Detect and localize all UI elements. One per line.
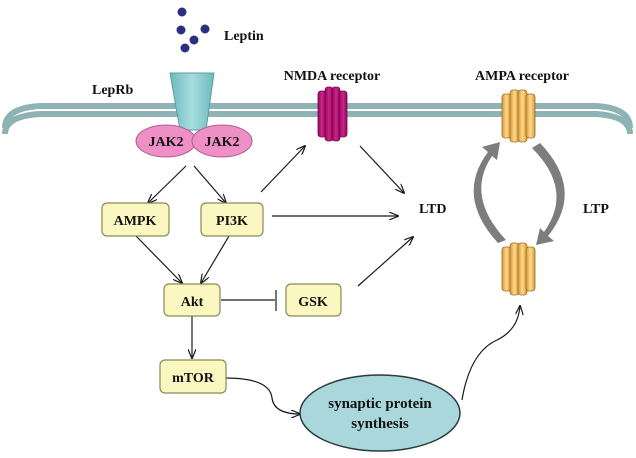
node-pi3k: PI3K xyxy=(200,202,264,237)
edge-synthesis-ltp xyxy=(461,306,520,401)
edge-jak2-ampk xyxy=(148,165,187,203)
gsk-label: GSK xyxy=(298,295,328,310)
edge-mtor-synthesis xyxy=(224,377,300,414)
edge-pi3k-nmda xyxy=(260,146,305,193)
ampk-label: AMPK xyxy=(114,214,157,229)
synthesis-line1: synaptic protein xyxy=(328,396,432,412)
nmda-label: NMDA receptor xyxy=(284,69,381,84)
edge-nmda-ltd xyxy=(359,145,404,193)
edge-ampk-akt xyxy=(135,235,182,283)
leprb-receptor xyxy=(169,72,215,131)
pi3k-label: PI3K xyxy=(216,214,248,229)
ampa-receptor-internal-icon xyxy=(501,242,536,296)
leptin-molecules xyxy=(176,7,210,53)
edge-pi3k-akt xyxy=(201,235,230,283)
node-synaptic-protein-synthesis: synaptic protein synthesis xyxy=(299,374,461,452)
leprb-label: LepRb xyxy=(92,83,133,98)
pathway-edges xyxy=(135,145,520,414)
ltp-label: LTP xyxy=(583,202,609,217)
mtor-label: mTOR xyxy=(172,371,215,386)
synthesis-line2: synthesis xyxy=(351,416,409,432)
node-akt: Akt xyxy=(163,283,221,317)
edge-gsk-ltd xyxy=(357,237,413,287)
akt-label: Akt xyxy=(181,295,204,310)
cell-membrane xyxy=(2,103,633,135)
edge-jak2-pi3k xyxy=(193,165,226,203)
node-gsk: GSK xyxy=(285,283,342,317)
leptin-label: Leptin xyxy=(224,29,264,44)
ltd-label: LTD xyxy=(419,202,447,217)
jak2-left-label: JAK2 xyxy=(149,135,184,150)
ltd-cycle-arrow xyxy=(473,142,506,243)
node-mtor: mTOR xyxy=(159,359,227,394)
ltp-cycle-arrow xyxy=(532,143,565,245)
jak2-right-label: JAK2 xyxy=(205,135,240,150)
node-ampk: AMPK xyxy=(101,202,170,237)
ampa-receptor-membrane-icon xyxy=(501,89,536,143)
nmda-receptor-icon xyxy=(317,86,348,142)
jak2-left: JAK2 xyxy=(135,124,197,158)
ampa-label: AMPA receptor xyxy=(475,69,569,84)
jak2-right: JAK2 xyxy=(191,124,253,158)
